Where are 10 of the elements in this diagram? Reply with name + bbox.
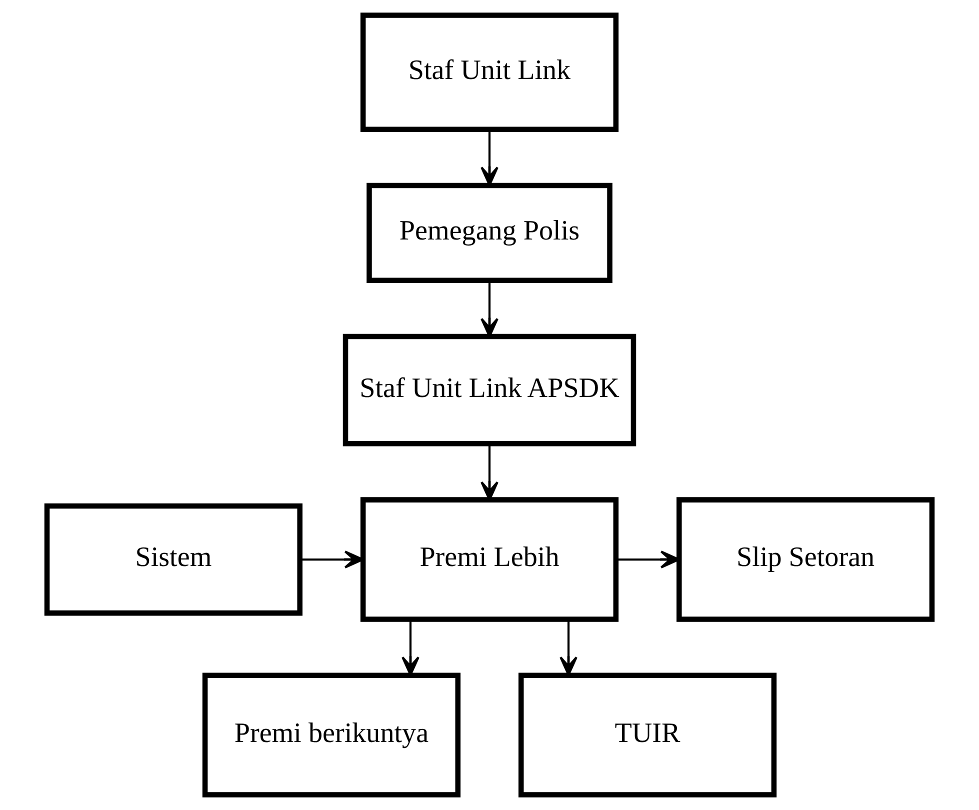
node-box: Staf Unit Link [360, 12, 619, 132]
node-box: Staf Unit Link APSDK [342, 334, 636, 446]
node-box: Premi berikuntya [202, 672, 461, 798]
node-box: Premi Lebih [360, 497, 619, 622]
node-box: Pemegang Polis [366, 182, 612, 283]
arrow [402, 619, 420, 676]
arrow [560, 619, 578, 676]
node-box: Sistem [44, 503, 302, 616]
node-box: TUIR [518, 672, 777, 798]
node-box: Slip Setoran [676, 497, 935, 622]
